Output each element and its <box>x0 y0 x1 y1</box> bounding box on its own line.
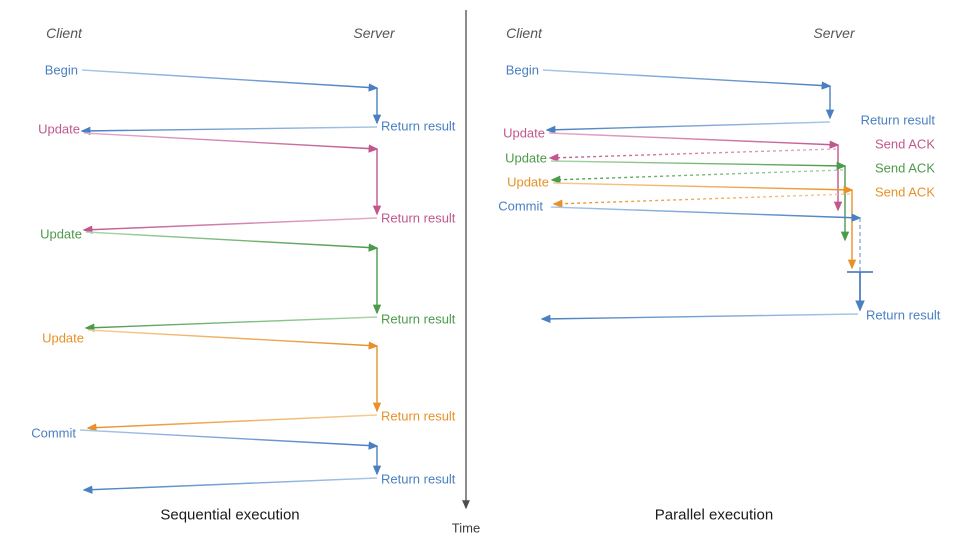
sequential-panel-lines <box>79 69 382 494</box>
seq-actor-client: Client <box>46 25 82 41</box>
par-message-2-update <box>548 132 843 212</box>
par-reply-3: Send ACK <box>875 160 935 176</box>
par-reply-2: Send ACK <box>875 136 935 152</box>
seq-label-update-2: Update <box>40 226 82 242</box>
seq-label-update-1: Update <box>38 121 80 137</box>
par-message-4-update <box>552 182 857 270</box>
seq-reply-5: Return result <box>381 471 456 487</box>
time-axis-label: Time <box>451 520 481 536</box>
seq-label-begin: Begin <box>44 62 78 78</box>
seq-reply-2: Return result <box>381 210 456 226</box>
par-caption: Parallel execution <box>654 506 774 524</box>
seq-caption: Sequential execution <box>160 506 300 524</box>
seq-reply-1: Return result <box>381 118 456 134</box>
seq-label-update-3: Update <box>42 330 84 346</box>
par-reply-4: Send ACK <box>875 184 935 200</box>
par-message-3-update <box>550 160 850 242</box>
seq-reply-4: Return result <box>381 408 456 424</box>
par-message-1-begin <box>542 69 835 134</box>
seq-actor-server: Server <box>353 25 395 41</box>
par-label-update-3: Update <box>507 174 549 190</box>
seq-label-commit: Commit <box>31 425 76 441</box>
seq-reply-3: Return result <box>381 311 456 327</box>
par-actor-server: Server <box>813 25 855 41</box>
parallel-panel-lines <box>540 69 873 324</box>
par-actor-client: Client <box>506 25 542 41</box>
seq-message-4-update <box>86 329 382 432</box>
par-label-update-2: Update <box>505 150 547 166</box>
seq-message-2-update <box>82 132 382 234</box>
seq-message-1-begin <box>80 69 382 136</box>
par-message-5-commit <box>540 206 873 324</box>
par-reply-5: Return result <box>866 307 941 323</box>
par-label-begin: Begin <box>505 62 539 78</box>
seq-message-3-update <box>84 231 382 332</box>
par-reply-1: Return result <box>860 112 935 128</box>
seq-message-5-commit <box>79 429 382 494</box>
par-label-commit: Commit <box>498 198 543 214</box>
par-label-update-1: Update <box>503 125 545 141</box>
